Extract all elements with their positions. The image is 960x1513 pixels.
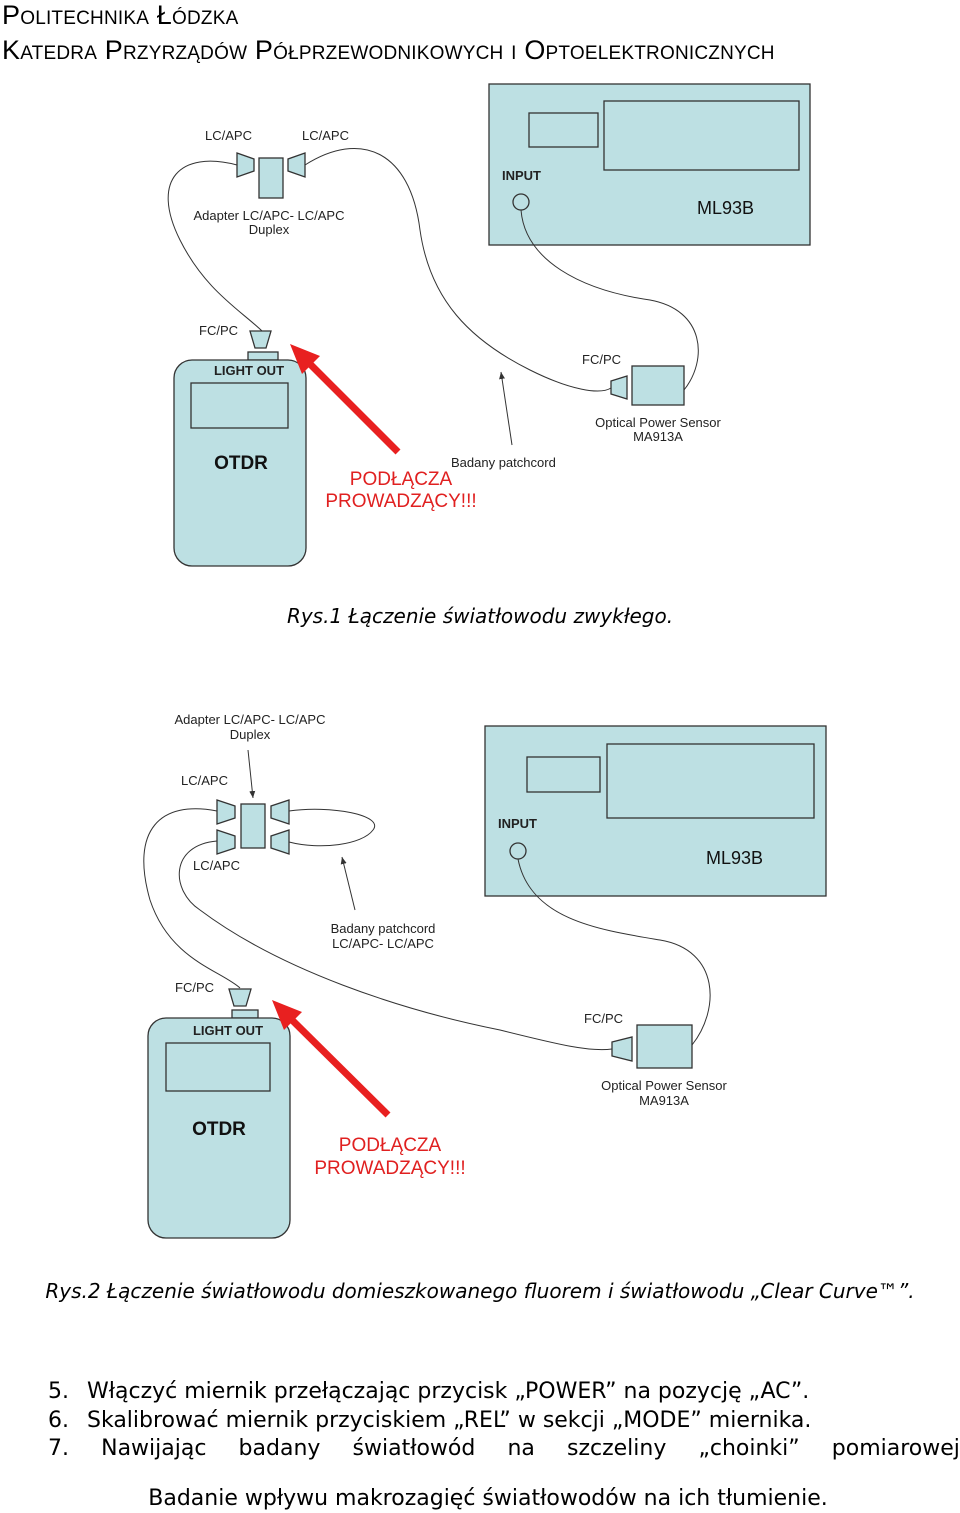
otdr-device: LIGHT OUT OTDR — [147, 988, 291, 1239]
light-out-label: LIGHT OUT — [193, 1023, 263, 1038]
otdr-label: OTDR — [214, 453, 268, 474]
figure-1: INPUT ML93B LC/APC LC/APC Adapter LC/APC… — [167, 83, 811, 567]
step-word: badany — [238, 1436, 321, 1461]
sensor-label: MA913A — [633, 429, 683, 444]
connector-label: LC/APC — [302, 128, 349, 143]
adapter-label: Adapter LC/APC- LC/APC — [174, 712, 325, 727]
warning-text: PODŁĄCZA — [350, 469, 453, 490]
step-7: 7. Nawijając badany światłowód na szczel… — [48, 1436, 960, 1461]
step-text: Skalibrować miernik przyciskiem „REL” w … — [87, 1408, 812, 1433]
adapter-label: Duplex — [249, 222, 290, 237]
sensor-label: MA913A — [639, 1093, 689, 1108]
adapter-duplex — [236, 152, 306, 199]
figure-2-caption: Rys.2 Łączenie światłowodu domieszkowane… — [45, 1279, 915, 1303]
adapter-label: Duplex — [230, 727, 271, 742]
warning-text: PROWADZĄCY!!! — [325, 491, 476, 512]
adapter-duplex — [216, 799, 290, 855]
connector-label: FC/PC — [199, 323, 238, 338]
input-port-icon — [509, 842, 527, 860]
adapter-label: Adapter LC/APC- LC/APC — [193, 208, 344, 223]
light-out-label: LIGHT OUT — [214, 363, 284, 378]
step-word: Nawijając — [101, 1436, 207, 1461]
pointer-arrow-icon — [247, 749, 256, 799]
patchcord-label: Badany patchcord — [451, 455, 556, 470]
step-word: pomiarowej — [831, 1436, 960, 1461]
connector-label: FC/PC — [584, 1011, 623, 1026]
connector-label: LC/APC — [181, 773, 228, 788]
step-6: 6. Skalibrować miernik przyciskiem „REL” … — [48, 1408, 811, 1433]
input-label: INPUT — [502, 168, 541, 183]
ml93b-meter: INPUT ML93B — [484, 725, 827, 897]
step-word: „choinki” — [698, 1436, 800, 1461]
optical-power-sensor — [610, 365, 685, 406]
warning-text: PODŁĄCZA — [339, 1135, 442, 1156]
step-number: 5. — [48, 1379, 69, 1404]
page-footer: Badanie wpływu makrozagięć światłowodów … — [148, 1486, 828, 1511]
figure-2: INPUT ML93B Adapter LC/APC- LC/APC Duple… — [143, 712, 827, 1239]
step-number: 6. — [48, 1408, 69, 1433]
step-text: Włączyć miernik przełączając przycisk „P… — [87, 1379, 810, 1404]
step-5: 5. Włączyć miernik przełączając przycisk … — [48, 1379, 809, 1404]
step-word: szczeliny — [566, 1436, 667, 1461]
step-word: na — [507, 1436, 535, 1461]
connector-label: FC/PC — [175, 980, 214, 995]
patchcord-label: LC/APC- LC/APC — [332, 936, 434, 951]
sensor-label: Optical Power Sensor — [601, 1078, 727, 1093]
connector-label: LC/APC — [193, 858, 240, 873]
optical-power-sensor — [611, 1024, 693, 1069]
step-number: 7. — [48, 1436, 69, 1461]
otdr-device: LIGHT OUT OTDR — [173, 330, 307, 567]
connector-label: FC/PC — [582, 352, 621, 367]
pointer-arrow-icon — [499, 371, 513, 446]
warning-text: PROWADZĄCY!!! — [314, 1158, 465, 1179]
header-department: Katedra Przyrządów Półprzewodnikowych i … — [2, 35, 775, 65]
ml93b-meter: INPUT ML93B — [488, 83, 811, 246]
meter-label: ML93B — [706, 848, 763, 868]
figure-1-caption: Rys.1 Łączenie światłowodu zwykłego. — [286, 604, 674, 628]
input-port-icon — [512, 193, 530, 211]
red-arrow-icon — [305, 359, 401, 455]
step-word: światłowód — [352, 1436, 476, 1461]
otdr-label: OTDR — [192, 1119, 246, 1140]
connector-label: LC/APC — [205, 128, 252, 143]
sensor-label: Optical Power Sensor — [595, 415, 721, 430]
red-arrow-icon — [287, 1015, 391, 1118]
pointer-arrow-icon — [340, 856, 356, 911]
meter-label: ML93B — [697, 198, 754, 218]
input-label: INPUT — [498, 816, 537, 831]
patchcord-label: Badany patchcord — [331, 921, 436, 936]
header-university: Politechnika Łódzka — [2, 0, 239, 30]
